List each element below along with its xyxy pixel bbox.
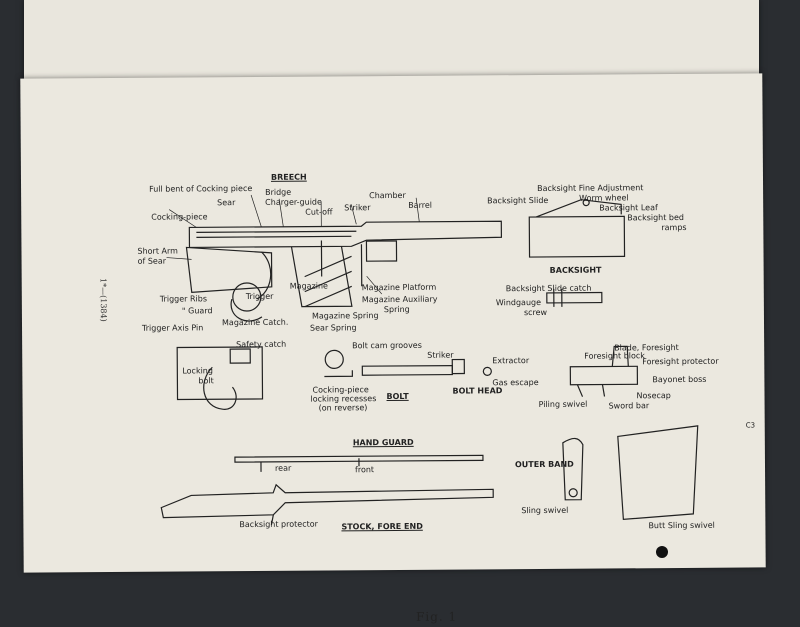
outer-band-title: OUTER BAND: [514, 459, 574, 470]
label-backsight-fine-adj: Backsight Fine Adjustment: [537, 183, 644, 193]
label-screw: screw: [523, 307, 548, 318]
stock-fore-end-drawing: [160, 483, 494, 525]
label-piling-swivel: Piling swivel: [538, 399, 588, 409]
hand-guard-title: HAND GUARD: [352, 437, 414, 448]
stock-fore-end-title: STOCK, FORE END: [341, 521, 423, 532]
label-backsight-leaf: Backsight Leaf: [599, 203, 658, 213]
label-magazine-spring: Magazine Spring: [311, 311, 379, 321]
label-charger-guide: Charger-guide: [265, 197, 322, 207]
figure-caption: Fig. 1: [416, 609, 458, 624]
label-magazine-catch: Magazine Catch.: [221, 317, 289, 328]
label-striker: Striker: [344, 203, 371, 213]
label-magazine-platform: Magazine Platform: [361, 282, 437, 293]
label-magazine: Magazine: [289, 281, 328, 291]
outer-band-drawing: [562, 437, 584, 501]
label-backsight-bed: Backsight bed: [627, 212, 685, 223]
hand-guard-drawing: [234, 454, 484, 472]
label-backsight-slide: Backsight Slide: [487, 195, 549, 206]
breech-drawing: [185, 220, 503, 322]
label-trigger: Trigger: [245, 291, 274, 302]
label-spring: Spring: [383, 304, 410, 315]
label-worm-wheel: Worm wheel: [579, 193, 629, 203]
label-bolt-cam: Bolt cam grooves: [352, 340, 422, 351]
label-guard: " Guard: [181, 306, 213, 316]
bolt-head-title: BOLT HEAD: [452, 386, 503, 396]
label-bridge: Bridge: [265, 187, 292, 197]
label-locking: Locking: [182, 366, 213, 376]
label-full-bent: Full bent of Cocking piece: [149, 183, 253, 194]
label-locking-bolt: bolt: [198, 376, 214, 386]
punch-hole: [656, 546, 668, 558]
label-foresight-protector: Foresight protector: [642, 356, 719, 367]
document-page: 1*—(1384) BREECH Full bent of Cocking pi…: [20, 73, 766, 624]
backsight-drawing: [528, 199, 626, 258]
label-ramps: ramps: [661, 222, 687, 233]
label-front: front: [354, 465, 375, 475]
label-barrel: Barrel: [408, 200, 433, 210]
leader-lines: [166, 194, 420, 295]
label-cocking-piece: Cocking-piece: [151, 212, 208, 222]
side-reference: 1*—(1384): [98, 277, 108, 322]
label-on-reverse: (on reverse): [318, 403, 368, 413]
rifle-diagram: [160, 194, 699, 525]
bolt-title: BOLT: [386, 391, 409, 402]
label-backsight-protector: Backsight protector: [239, 519, 318, 530]
butt-drawing: [617, 425, 699, 521]
label-trigger-ribs: Trigger Ribs: [159, 294, 208, 304]
label-chamber: Chamber: [369, 190, 406, 201]
windgauge-drawing: [546, 288, 603, 307]
label-sear-spring: Sear Spring: [310, 323, 357, 333]
back-page: [24, 0, 759, 81]
label-backsight-slide-catch: Backsight Slide catch: [505, 283, 592, 294]
label-rear: rear: [274, 463, 292, 473]
label-trigger-axis-pin: Trigger Axis Pin: [141, 323, 204, 333]
foresight-drawing: [569, 345, 639, 397]
label-bayonet-boss: Bayonet boss: [652, 374, 707, 385]
safety-catch-drawing: [176, 346, 264, 410]
label-sear: Sear: [217, 198, 236, 208]
label-of-sear: of Sear: [137, 256, 167, 266]
label-sling-swivel: Sling swivel: [521, 505, 569, 516]
label-magazine-aux: Magazine Auxiliary: [361, 294, 438, 305]
label-extractor: Extractor: [492, 356, 530, 366]
label-foresight-block: Foresight block: [584, 351, 645, 361]
label-nosecap: Nosecap: [636, 391, 671, 401]
breech-title: BREECH: [270, 172, 307, 182]
backsight-title: BACKSIGHT: [549, 265, 602, 275]
label-bolt-striker: Striker: [427, 350, 454, 360]
corner-ref: C3: [745, 421, 756, 430]
label-sword-bar: Sword bar: [608, 401, 650, 411]
label-windgauge: Windgauge: [495, 297, 542, 308]
bolt-drawing: [324, 349, 492, 378]
label-cut-off: Cut-off: [305, 207, 333, 217]
label-short-arm: Short Arm: [137, 246, 178, 256]
label-safety-catch: Safety catch: [236, 339, 287, 350]
label-butt-sling-swivel: Butt Sling swivel: [648, 520, 715, 531]
